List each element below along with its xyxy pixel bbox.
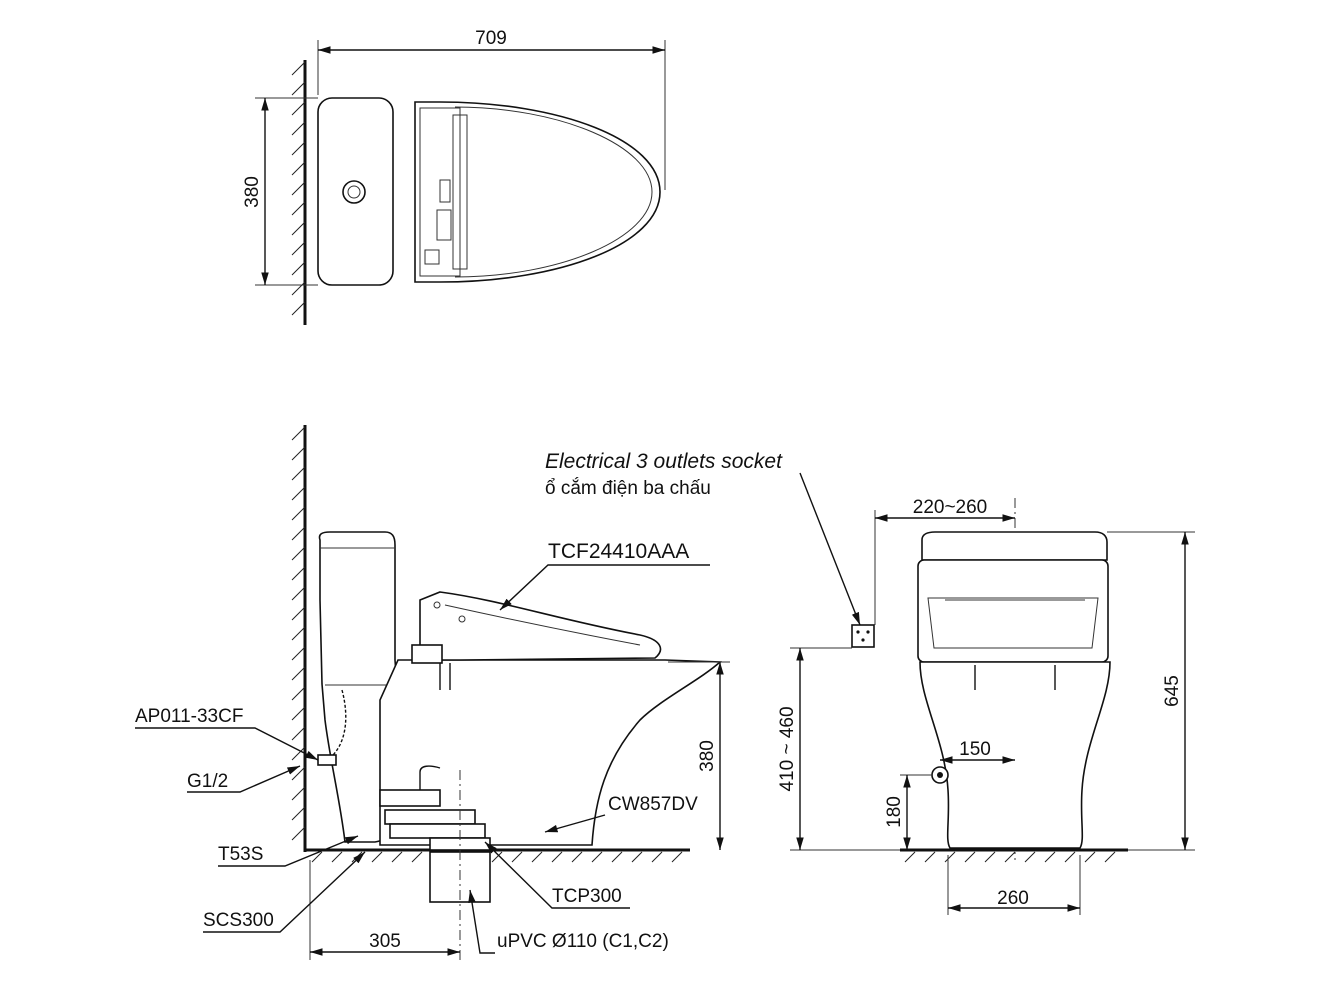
bowl-front bbox=[919, 661, 1111, 849]
seat-top bbox=[414, 101, 661, 283]
rough-in-dim: 305 bbox=[369, 931, 401, 952]
bowl-model-label: CW857DV bbox=[608, 794, 698, 815]
seat-height-dim: 380 bbox=[697, 740, 718, 772]
hose bbox=[329, 689, 347, 759]
socket-offset-dim: 220~260 bbox=[913, 497, 988, 518]
seat-front bbox=[917, 559, 1109, 663]
width-dim: 709 bbox=[475, 28, 507, 49]
top-view: 709 380 bbox=[242, 28, 666, 325]
seat-side bbox=[419, 591, 662, 661]
hose-label: T53S bbox=[218, 844, 263, 865]
wall-hatch bbox=[291, 61, 306, 316]
front-view: Electrical 3 outlets socket ổ cắm điện b… bbox=[545, 450, 1195, 915]
fixing-label: SCS300 bbox=[203, 910, 274, 931]
angle-valve bbox=[317, 754, 337, 766]
thread-label: G1/2 bbox=[187, 771, 228, 792]
socket bbox=[851, 624, 875, 648]
total-height-dim: 645 bbox=[1162, 675, 1183, 707]
flange-label: TCP300 bbox=[552, 886, 622, 907]
socket-label-en: Electrical 3 outlets socket bbox=[545, 450, 783, 473]
inlet-offset-dim: 150 bbox=[959, 739, 991, 760]
tank-front bbox=[921, 531, 1108, 561]
angle-valve-label: AP011-33CF bbox=[135, 706, 243, 727]
side-view: 380 305 TCF24410AAA CW857DV AP011-33CF G… bbox=[135, 425, 730, 960]
socket-label-vi: ổ cắm điện ba chấu bbox=[545, 477, 711, 499]
bowl-side bbox=[379, 659, 723, 846]
base-width-dim: 260 bbox=[997, 888, 1029, 909]
seat-control-panel bbox=[419, 107, 461, 277]
depth-dim: 380 bbox=[242, 176, 263, 208]
side-wall-hatch bbox=[291, 426, 306, 841]
flush-button bbox=[342, 180, 366, 204]
drain-pipe-label: uPVC Ø110 (C1,C2) bbox=[497, 931, 669, 952]
seat-model-label: TCF24410AAA bbox=[548, 540, 689, 563]
socket-height-dim: 410 ~ 460 bbox=[777, 706, 798, 791]
inlet-height-dim: 180 bbox=[884, 796, 905, 828]
